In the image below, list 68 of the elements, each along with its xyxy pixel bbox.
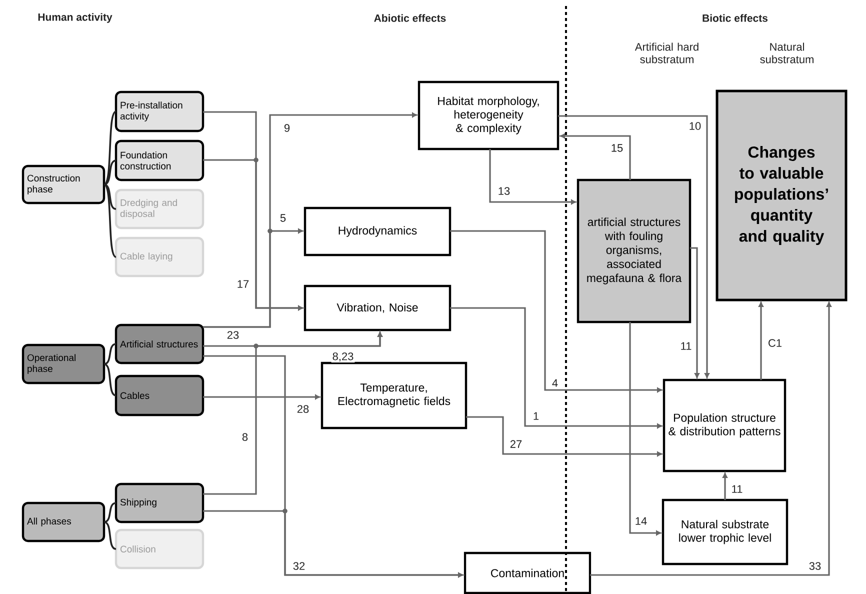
effect-box: Hydrodynamics <box>304 206 452 256</box>
effect-box: artificial structures with fouling organisms, associated megafauna & flora <box>576 178 692 324</box>
connector-line <box>104 184 116 210</box>
effect-box: Population structure & distribution patterns <box>662 378 786 472</box>
edge-label: 28 <box>296 404 310 414</box>
edge-label: 32 <box>292 561 306 571</box>
edge-label: 33 <box>808 561 822 571</box>
activity-box: Foundation construction <box>114 140 204 182</box>
edge-label: 15 <box>610 143 624 153</box>
edge-label: 10 <box>688 121 702 131</box>
connector-line <box>104 363 116 396</box>
connector-line <box>104 160 116 186</box>
subheading: Artificial hard substratum <box>628 42 706 64</box>
edge-label: 5 <box>278 213 288 223</box>
edge-label: C1 <box>766 338 784 348</box>
activity-box: Shipping <box>114 482 204 524</box>
edge-label: 4 <box>550 378 560 388</box>
edge-label: 27 <box>508 439 524 449</box>
arrow <box>203 332 382 495</box>
edge-label: 11 <box>679 341 693 351</box>
activity-box: Pre-installation activity <box>114 90 204 132</box>
column-heading: Human activity <box>36 12 114 24</box>
arrow <box>722 472 728 500</box>
arrow <box>590 302 832 576</box>
edge-label: 14 <box>634 516 648 526</box>
edge-label: 23 <box>226 330 240 340</box>
edge-label: 11 <box>730 484 744 494</box>
arrow <box>203 228 304 328</box>
effect-box: Habitat morphology, heterogeneity & complexity <box>418 80 560 150</box>
effect-box: Contamination <box>464 552 592 594</box>
edge-label: 1 <box>532 411 540 421</box>
activity-box: Collision <box>114 528 204 570</box>
phase-box: Operational phase <box>22 344 106 384</box>
edge-label: 17 <box>236 279 250 289</box>
edge-label: 13 <box>496 186 512 196</box>
effect-box: Temperature, Electromagnetic fields <box>320 362 468 430</box>
subheading: Natural substratum <box>751 42 824 64</box>
edge-label: 8 <box>240 432 250 442</box>
phase-box: Construction phase <box>22 164 106 204</box>
connector-line <box>104 343 116 365</box>
phase-box: All phases <box>22 502 106 542</box>
activity-box: Cable laying <box>114 236 204 278</box>
arrow <box>203 510 464 578</box>
connector-line <box>104 521 116 550</box>
arrow <box>450 230 662 392</box>
column-heading: Biotic effects <box>701 13 769 23</box>
arrow <box>560 134 631 180</box>
outcome-box: Changes to valuable populations’ quantity and quality <box>716 90 848 302</box>
connector-line <box>103 184 117 258</box>
activity-box: Dredging and disposal <box>114 188 204 230</box>
arrow <box>450 307 662 428</box>
number-label: 8,23 <box>331 351 355 363</box>
arrow <box>629 322 662 536</box>
connector-line <box>103 110 117 186</box>
effect-box: Natural substrate lower trophic level <box>662 498 788 566</box>
arrow <box>690 247 700 378</box>
edge-label: 9 <box>282 123 292 133</box>
arrow <box>466 416 662 456</box>
arrow <box>758 302 764 380</box>
arrow <box>203 159 304 310</box>
activity-box: Cables <box>114 374 204 416</box>
arrow <box>489 149 576 204</box>
effect-box: Vibration, Noise <box>304 284 452 332</box>
activity-box: Artificial structures <box>114 324 204 364</box>
connector-line <box>104 502 116 523</box>
column-heading: Abiotic effects <box>372 13 448 23</box>
arrow <box>203 394 320 400</box>
arrow <box>558 115 710 378</box>
